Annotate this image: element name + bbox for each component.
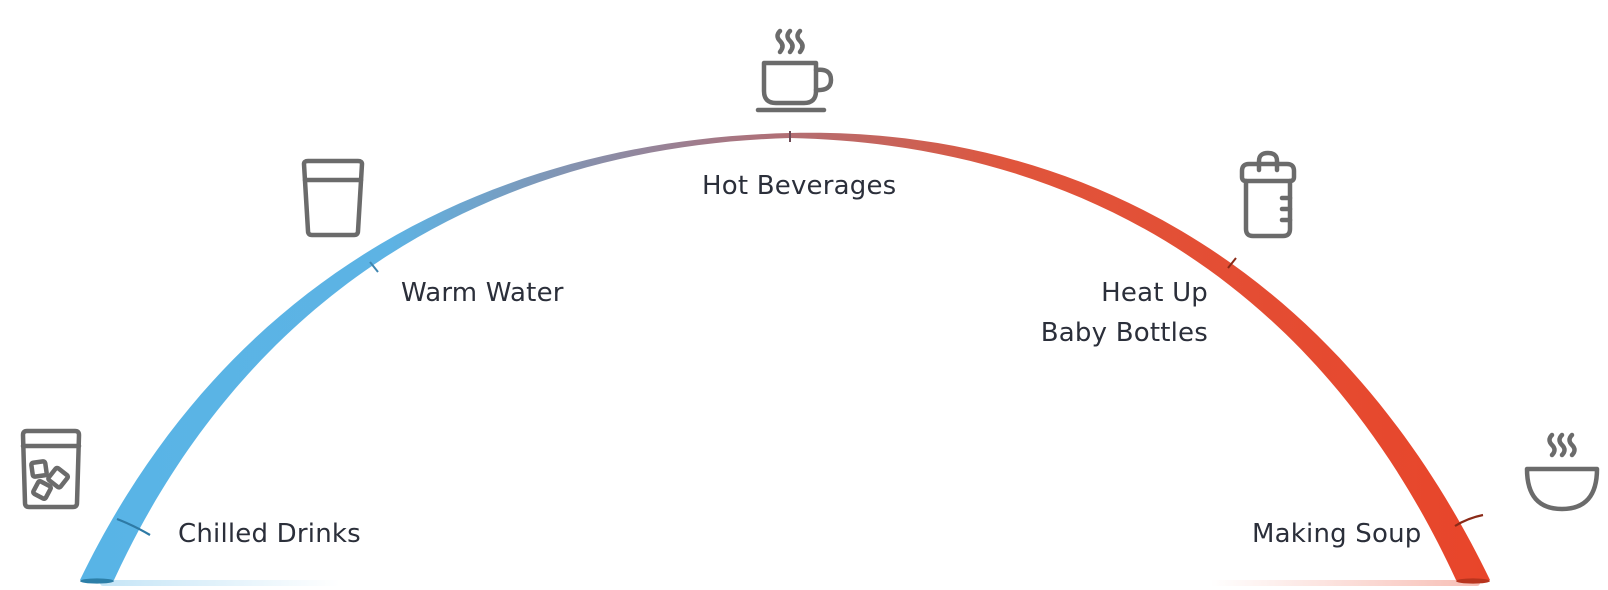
label-baby-bottles: Heat Up Baby Bottles (1041, 273, 1208, 353)
label-making-soup: Making Soup (1252, 514, 1422, 554)
label-hot-beverages: Hot Beverages (702, 166, 896, 206)
baby-bottle-icon (1236, 150, 1300, 240)
iced-glass-icon (18, 428, 84, 510)
arc-end-cap-right (1456, 578, 1490, 584)
steaming-cup-icon (755, 27, 835, 113)
tick-chilled-drinks (116, 517, 151, 536)
label-hot-beverages-line-1: Hot Beverages (702, 171, 897, 201)
tick-baby-bottles (1227, 257, 1237, 269)
label-making-soup-line-1: Making Soup (1252, 519, 1422, 549)
arc-floor-shadow-right (1210, 580, 1480, 586)
tick-making-soup (1454, 513, 1484, 527)
arc-end-cap-left (80, 578, 114, 584)
label-baby-bottles-line-1: Heat Up (1101, 278, 1208, 308)
water-glass-icon (300, 158, 366, 238)
label-chilled-drinks-line-1: Chilled Drinks (178, 519, 361, 549)
label-chilled-drinks: Chilled Drinks (178, 514, 361, 554)
label-warm-water: Warm Water (401, 273, 564, 313)
soup-bowl-icon (1524, 431, 1600, 515)
tick-warm-water (369, 261, 379, 273)
arc-floor-shadow-left (100, 580, 340, 586)
label-baby-bottles-line-2: Baby Bottles (1040, 318, 1208, 348)
label-warm-water-line-1: Warm Water (401, 278, 564, 308)
